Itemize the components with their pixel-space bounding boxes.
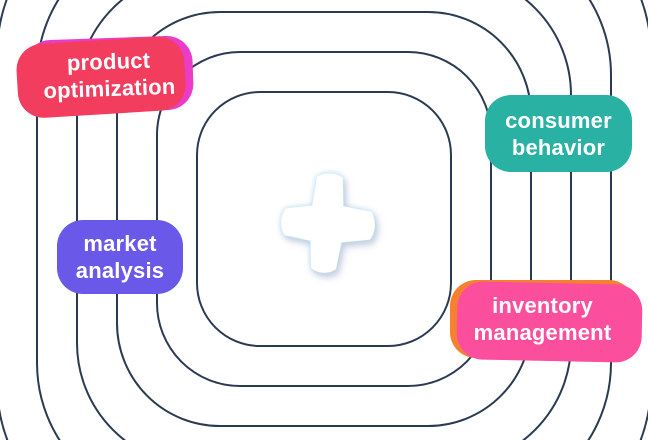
pill-text-line1: market [83, 231, 157, 256]
pill-text-line2: management [473, 320, 612, 345]
plus-icon [273, 165, 383, 280]
ripple-ring [116, 11, 532, 427]
pill-text-line2: analysis [75, 258, 165, 283]
ripple-ring [196, 91, 452, 347]
label-consumer-behavior: consumer behavior [485, 95, 632, 172]
pill-text-line2: behavior [511, 134, 606, 160]
pill-text-line1: consumer [505, 107, 612, 133]
pill-text-line2: optimization [43, 73, 176, 104]
ripple-ring [156, 51, 492, 387]
label-inventory-management: inventory management [450, 280, 643, 363]
pill-text-line1: product [66, 47, 151, 76]
pill-text-line1: inventory [492, 293, 593, 318]
label-market-analysis: market analysis [57, 220, 183, 294]
ripple-ring [36, 0, 612, 440]
label-product-optimization: product optimization [14, 35, 195, 120]
